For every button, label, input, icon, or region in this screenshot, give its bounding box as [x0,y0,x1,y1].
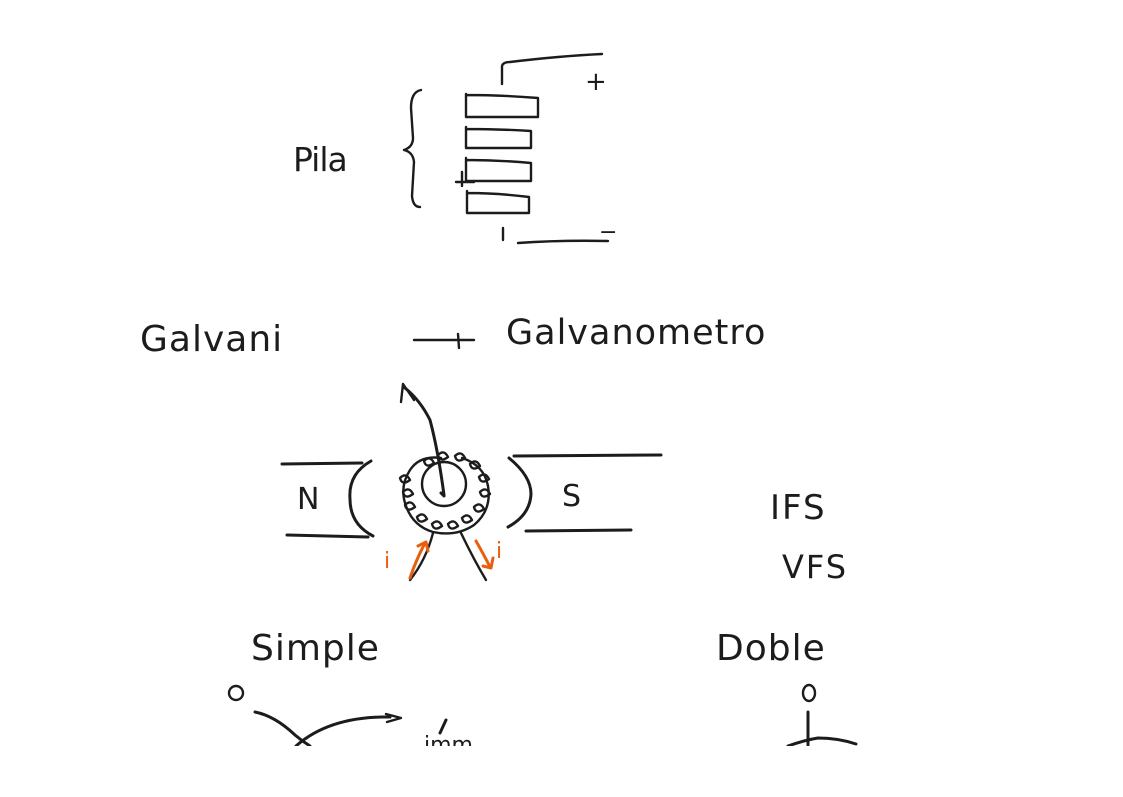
bottom-margin [0,746,1123,793]
pile-plus-sign: + [585,67,607,97]
galvanometer-drawing [280,382,663,582]
ifs-label: IFS [770,488,827,528]
pile-label: Pila [293,140,347,179]
arrow-icon [412,332,476,350]
vfs-label: VFS [782,548,848,586]
current-arrows [408,539,495,580]
galvani-label: Galvani [140,319,283,360]
magnet-south-label: S [562,479,581,514]
simple-switch-drawing [227,684,448,748]
doble-switch-drawing [786,683,858,748]
current-right-label: i [496,539,502,564]
galvanometer-label: Galvanometro [506,313,766,353]
battery-pile-drawing [402,52,610,245]
doble-label: Doble [716,628,826,669]
pile-minus-sign: − [599,220,617,245]
magnet-north-label: N [297,482,319,517]
current-left-label: i [384,549,390,574]
simple-label: Simple [251,628,380,669]
